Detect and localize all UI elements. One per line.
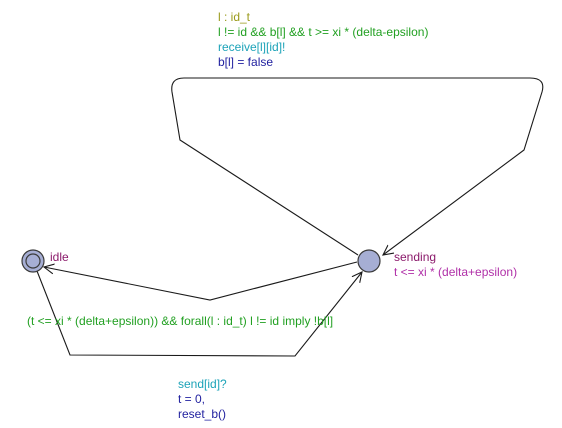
idle-to-sending-update-label-2: reset_b() bbox=[178, 407, 227, 421]
sending-to-idle-guard-label: (t <= xi * (delta+epsilon)) && forall(l … bbox=[27, 314, 334, 328]
location-idle-name: idle bbox=[50, 250, 69, 264]
location-idle[interactable] bbox=[21, 249, 45, 273]
edge-sending-to-idle[interactable] bbox=[44, 261, 358, 301]
idle-to-sending-sync-label: send[id]? bbox=[178, 377, 227, 391]
loop-select-label: l : id_t bbox=[218, 10, 251, 24]
location-sending[interactable] bbox=[357, 249, 381, 273]
location-sending-invariant: t <= xi * (delta+epsilon) bbox=[394, 265, 518, 279]
loop-sync-label: receive[l][id]! bbox=[218, 40, 286, 54]
loop-guard-label: l != id && b[l] && t >= xi * (delta-epsi… bbox=[218, 25, 429, 39]
location-sending-name: sending bbox=[394, 250, 437, 264]
loop-update-label: b[l] = false bbox=[218, 55, 274, 69]
idle-to-sending-update-label-1: t = 0, bbox=[178, 392, 206, 406]
edge-idle-to-sending[interactable] bbox=[36, 270, 362, 357]
edge-self-loop-sending[interactable] bbox=[171, 77, 544, 255]
